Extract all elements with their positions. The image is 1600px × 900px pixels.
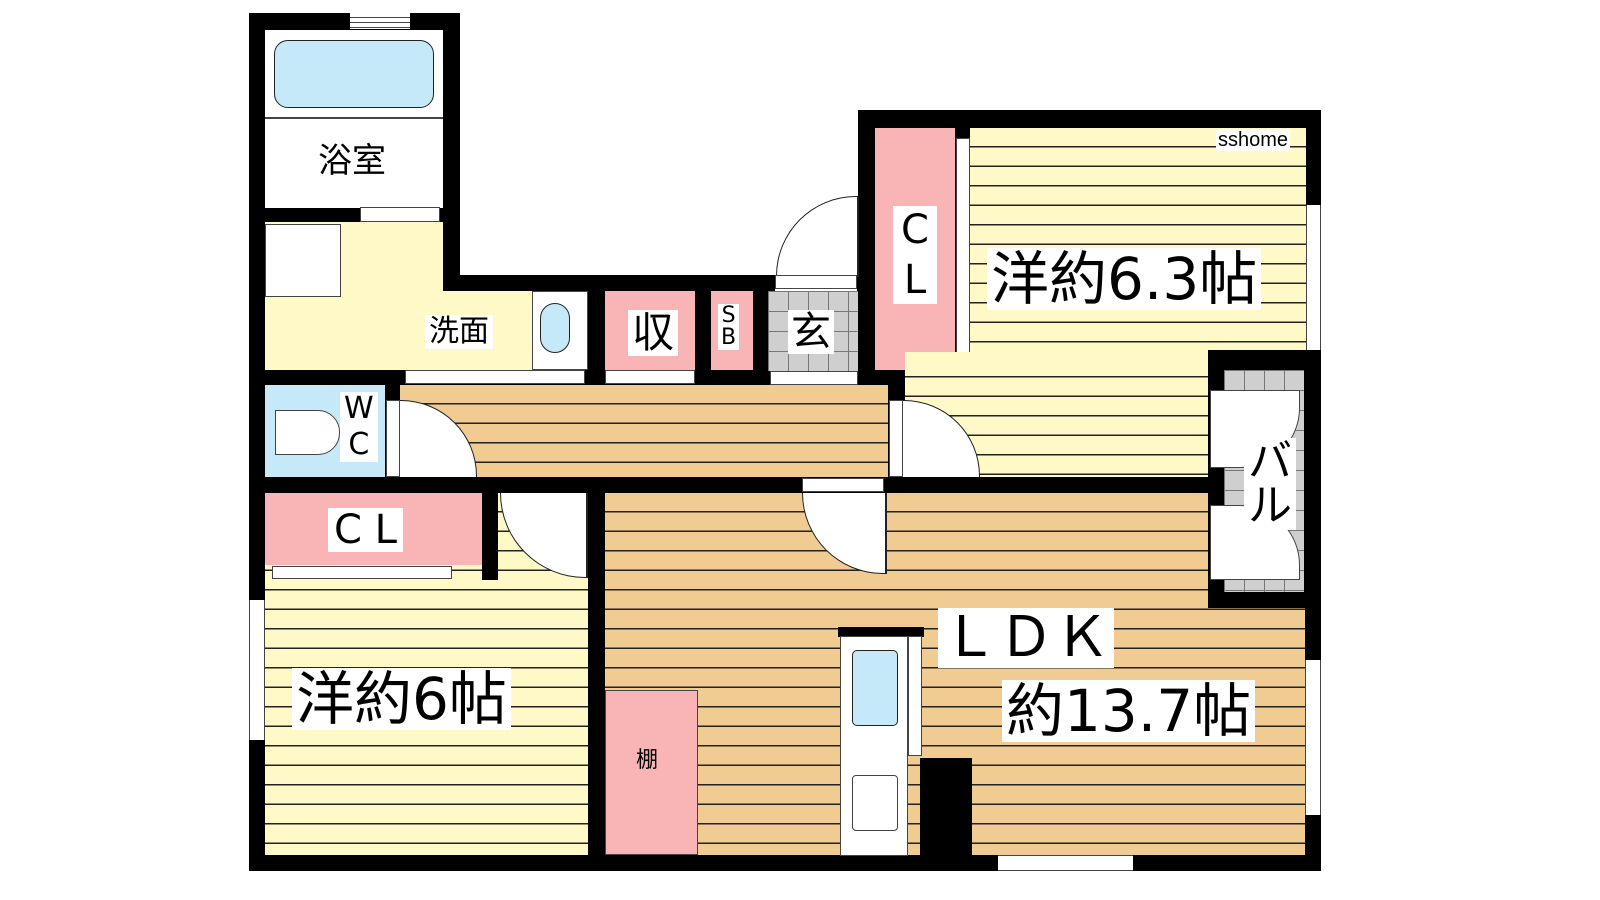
toilet-icon — [275, 410, 340, 455]
label-shelf: 棚 — [636, 748, 659, 773]
ldk-door-frame — [802, 478, 884, 492]
bath-window — [350, 13, 410, 29]
western-room-1 — [970, 128, 1306, 352]
label-shoebox-s: S — [721, 303, 736, 328]
label-washroom: 洗面 — [425, 315, 493, 349]
label-balcony-ba: バ — [1248, 436, 1292, 487]
label-closet-right: C L — [893, 206, 937, 304]
bathtub — [274, 40, 434, 108]
toilet-door-jamb — [386, 400, 400, 477]
ldk-window-bottom — [998, 855, 1133, 871]
label-toilet-c: C — [348, 427, 370, 462]
label-balcony: バ ル — [1244, 438, 1296, 530]
label-ldk-size: 約13.7帖 — [1002, 680, 1256, 742]
label-toilet-w: W — [344, 391, 374, 426]
kitchen-counter-top — [838, 627, 924, 637]
hallway — [400, 385, 888, 477]
watermark: sshome — [1216, 129, 1291, 151]
label-bath: 浴室 — [318, 141, 386, 181]
room1-door-jamb — [889, 400, 903, 477]
bath-divider — [265, 117, 443, 119]
label-shoebox-b: B — [721, 325, 737, 350]
entrance-step — [770, 371, 858, 385]
label-western-room-1: 洋約6.3帖 — [987, 248, 1262, 310]
kitchen-backsplash — [908, 636, 922, 756]
washroom-sliding-door[interactable] — [405, 370, 585, 384]
bath-door[interactable] — [360, 207, 440, 222]
label-toilet: W C — [340, 392, 378, 462]
label-storage: 収 — [628, 310, 679, 356]
label-entrance: 玄 — [788, 310, 834, 354]
shelf — [605, 690, 698, 855]
label-balcony-ru: ル — [1248, 480, 1292, 531]
sink-basin-icon — [540, 303, 570, 353]
entrance — [768, 291, 858, 371]
label-closet-right-l: L — [903, 257, 927, 303]
closet-right-doors[interactable] — [956, 138, 970, 360]
closet-left-wall — [482, 480, 498, 580]
closet-left-doors[interactable] — [272, 566, 452, 579]
label-shoebox: S B — [718, 303, 740, 350]
label-closet-left: C L — [328, 508, 403, 552]
kitchen-sink-icon — [852, 650, 898, 726]
room2-window — [249, 600, 265, 740]
label-ldk: ＬＤＫ — [938, 608, 1114, 668]
room1-window — [1306, 205, 1321, 350]
storage-door[interactable] — [605, 370, 695, 384]
kitchen-pillar — [920, 758, 972, 858]
stove-icon — [852, 775, 898, 831]
washing-machine — [265, 224, 341, 297]
label-western-room-2: 洋約6帖 — [292, 668, 511, 730]
ldk-window-right — [1305, 660, 1321, 815]
front-door-frame — [775, 275, 857, 289]
label-closet-right-c: C — [901, 207, 929, 253]
